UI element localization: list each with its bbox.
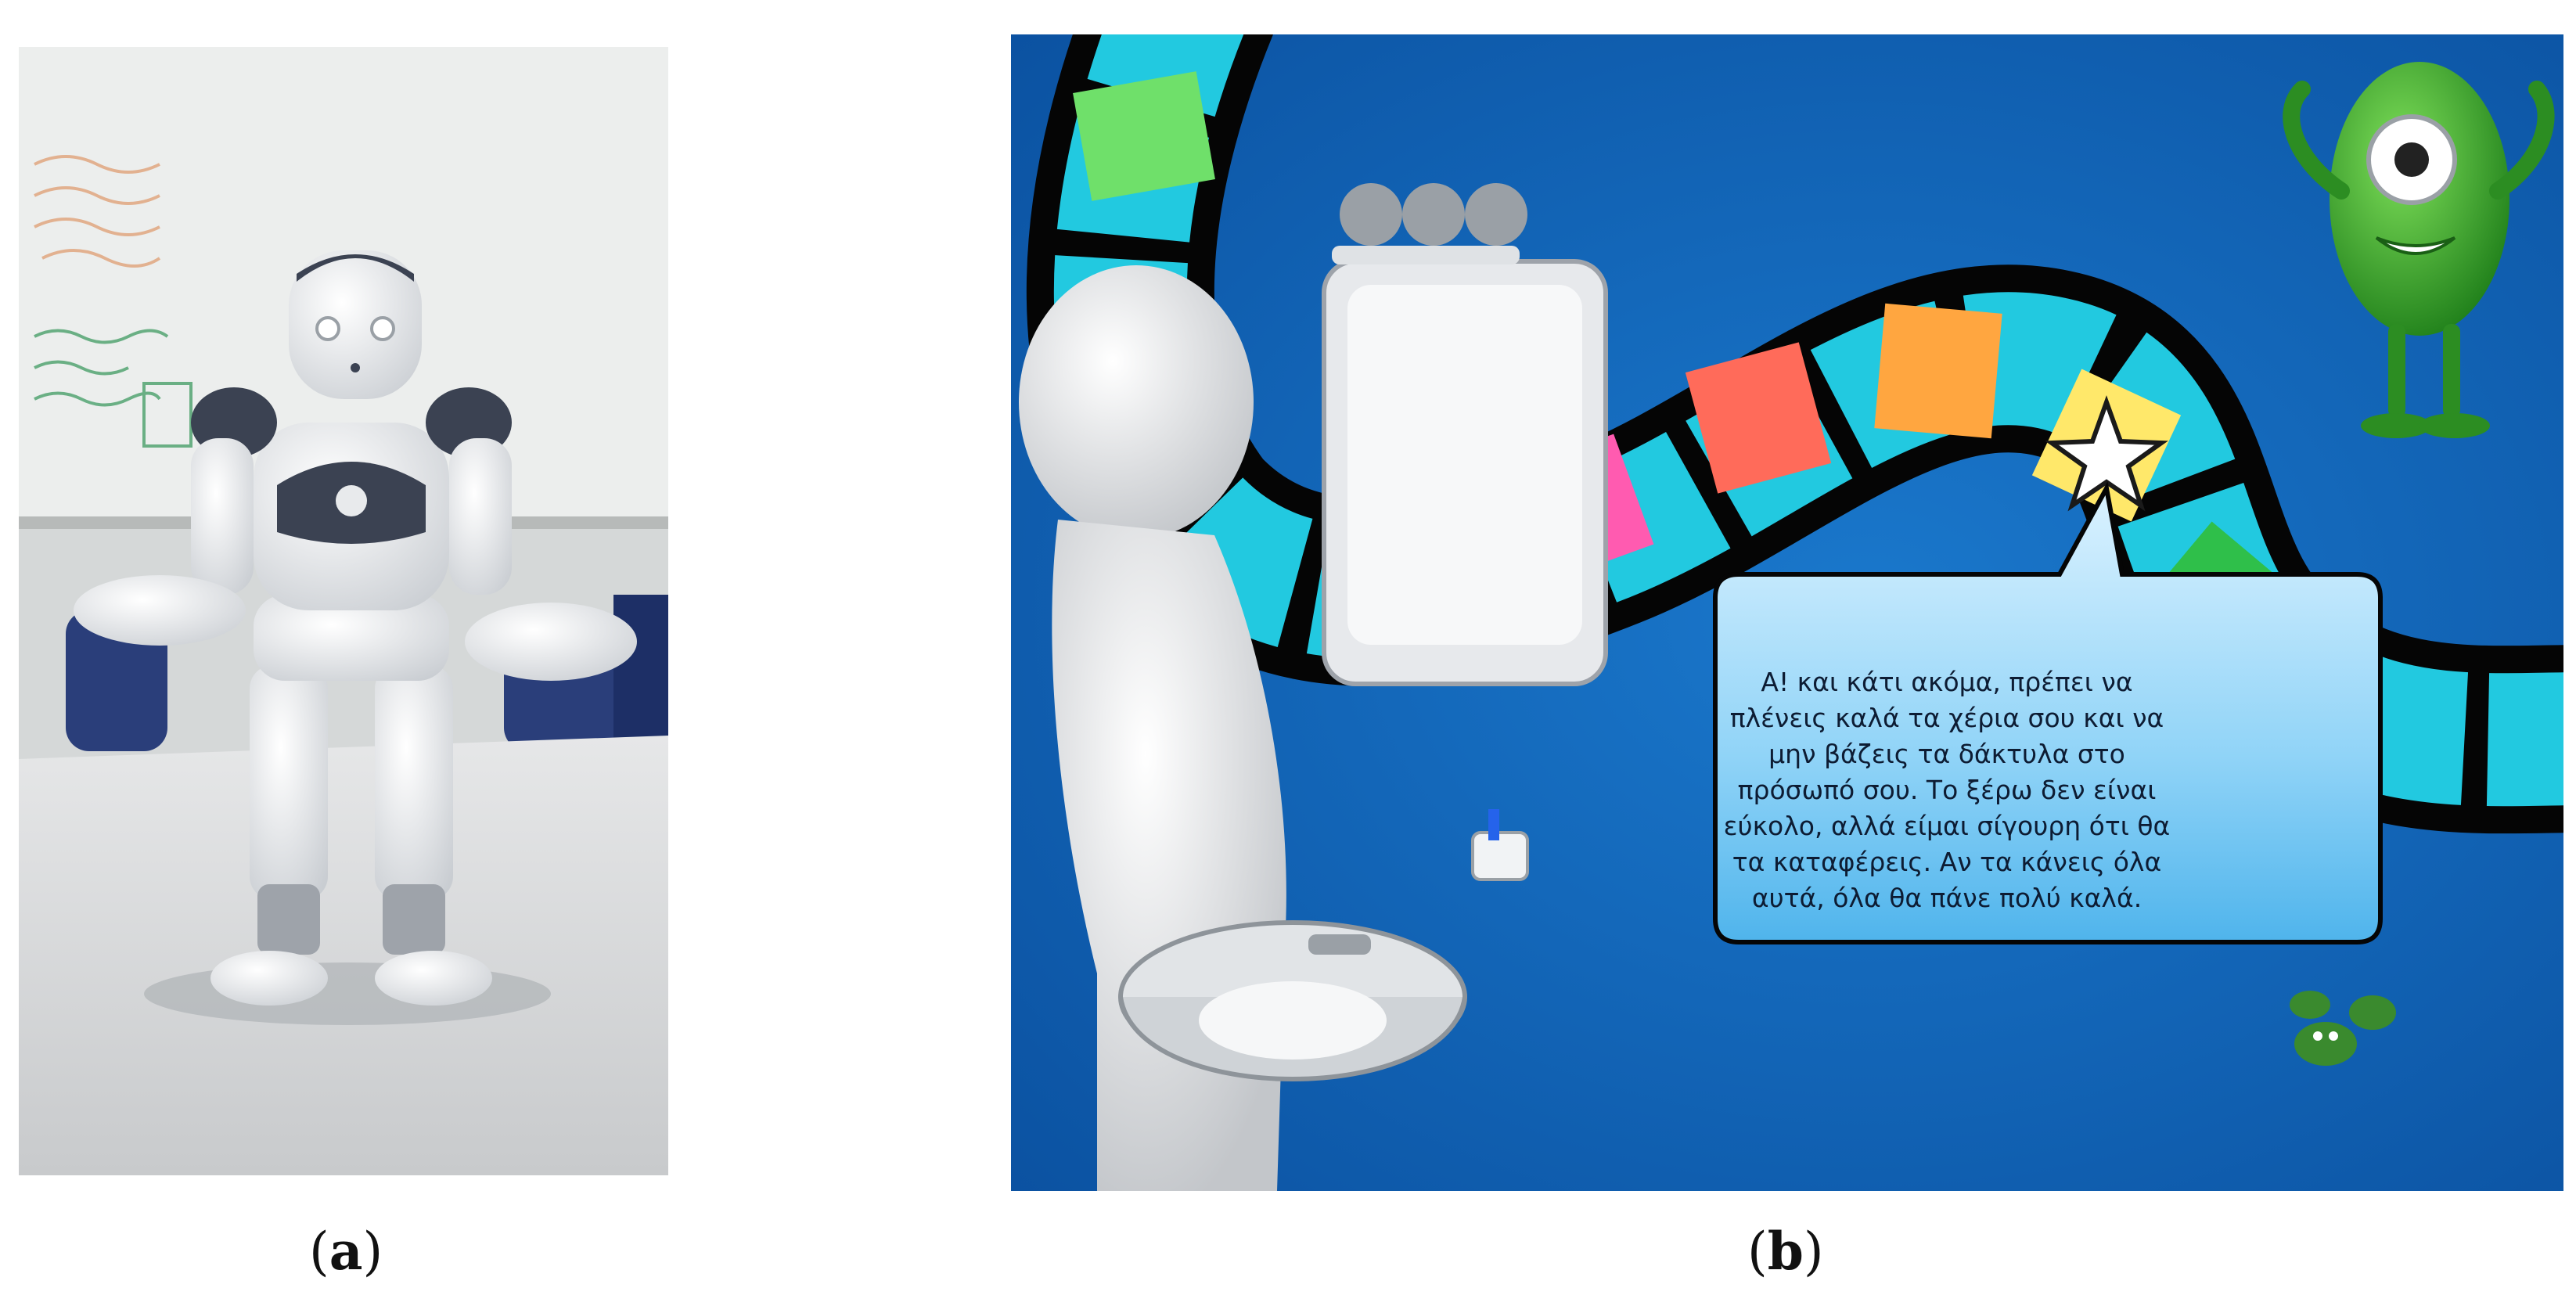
robot-photo-illustration bbox=[19, 47, 668, 1175]
game-scene-illustration bbox=[1011, 34, 2563, 1191]
game-scene bbox=[1011, 34, 2563, 1191]
caption-a-letter: a bbox=[329, 1221, 363, 1282]
caption-a-open: ( bbox=[309, 1221, 329, 1282]
caption-a: (a) bbox=[309, 1221, 383, 1282]
caption-a-close: ) bbox=[362, 1221, 383, 1282]
monster-character bbox=[2283, 62, 2555, 438]
speech-bubble-text: Α! και κάτι ακόμα, πρέπει να πλένεις καλ… bbox=[1723, 667, 2171, 913]
caption-b-close: ) bbox=[1803, 1221, 1824, 1282]
caption-b-letter: b bbox=[1767, 1221, 1804, 1282]
frog-icons bbox=[2290, 991, 2396, 1066]
sink-figure bbox=[1019, 183, 1608, 1191]
caption-b: (b) bbox=[1747, 1221, 1824, 1282]
star-icon bbox=[2045, 395, 2168, 512]
speech-bubble bbox=[1713, 481, 2383, 944]
robot-photo bbox=[19, 47, 668, 1175]
caption-b-open: ( bbox=[1747, 1221, 1768, 1282]
